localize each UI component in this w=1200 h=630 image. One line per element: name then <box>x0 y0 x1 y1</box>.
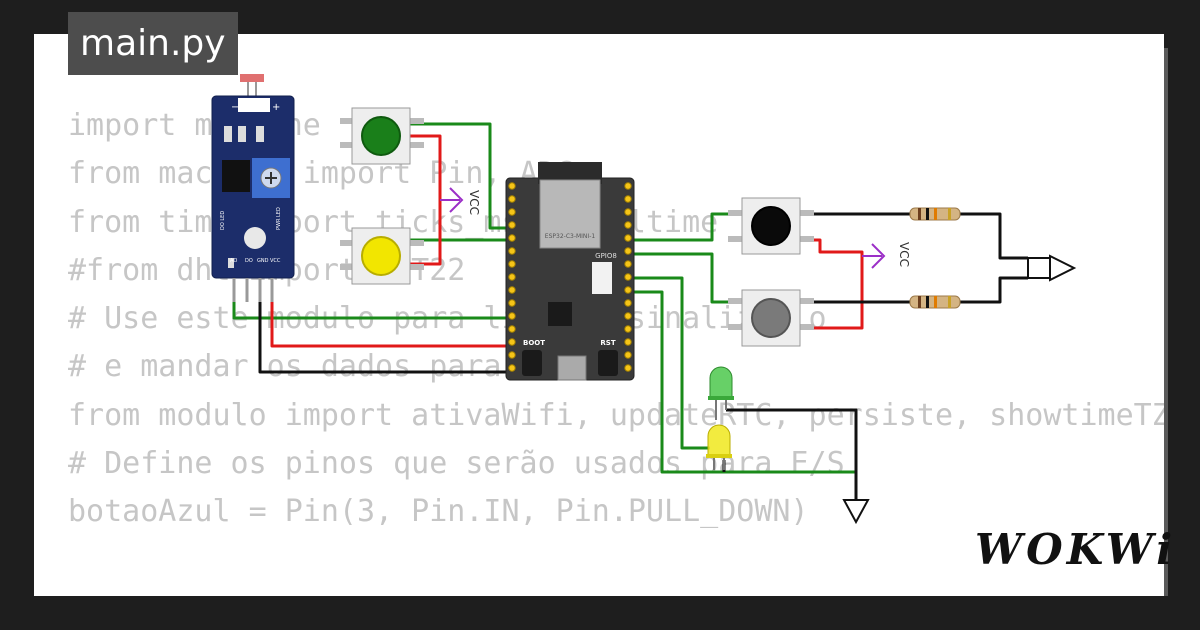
sensor-minus-label: − <box>231 102 239 113</box>
board-led <box>592 262 612 294</box>
board-pin <box>508 286 516 294</box>
rst-label: RST <box>600 339 615 347</box>
board-pin <box>624 208 632 216</box>
sensor-plus-label: + <box>272 102 280 113</box>
board-pin <box>624 221 632 229</box>
resistor-top[interactable] <box>909 207 961 221</box>
wire-red-2 <box>800 238 864 330</box>
sensor-pin-ao: AO <box>230 258 237 264</box>
pushbutton-gray[interactable] <box>728 289 814 347</box>
code-line: botaoAzul = Pin(3, Pin.IN, Pin.PULL_DOWN… <box>68 494 809 530</box>
vcc-symbol-left <box>440 187 464 213</box>
gpio8-label: GPIO8 <box>595 252 617 260</box>
board-pin <box>624 247 632 255</box>
pushbutton-black[interactable] <box>728 197 814 255</box>
wire-black-5 <box>726 408 858 500</box>
vcc-label-left: VCC <box>467 190 481 215</box>
wire-green-1 <box>410 122 512 230</box>
board-pin <box>624 325 632 333</box>
board-pin <box>624 195 632 203</box>
board-pin <box>624 338 632 346</box>
board-pin <box>508 338 516 346</box>
file-tab[interactable]: main.py <box>68 12 238 75</box>
vcc-symbol-right <box>862 243 886 269</box>
ldr-sensor-module[interactable]: − + DO LED PWR LED AO DO GND VCC <box>211 74 295 302</box>
pushbutton-green[interactable] <box>340 107 424 165</box>
board-pin <box>508 312 516 320</box>
ground-symbol-icon <box>842 499 870 525</box>
board-pin <box>508 351 516 359</box>
board-pin-headers <box>508 182 632 372</box>
wire-black-3 <box>960 212 1028 260</box>
board-pin <box>624 351 632 359</box>
sensor-pin-gnd: GND <box>257 258 269 264</box>
board-pin <box>624 182 632 190</box>
sensor-led-label-pwr: PWR LED <box>276 207 282 230</box>
sensor-pin-do: DO <box>245 258 253 264</box>
board-pin <box>508 182 516 190</box>
wire-black-sensor <box>258 302 512 374</box>
board-pin <box>508 260 516 268</box>
board-ic <box>548 302 572 326</box>
wire-green-3 <box>628 212 742 242</box>
wire-green-5 <box>628 276 710 450</box>
chip-label: ESP32-C3-MINI-1 <box>545 233 596 240</box>
board-pin <box>624 234 632 242</box>
board-pin <box>508 273 516 281</box>
esp32-c3-board[interactable]: ESP32-C3-MINI-1 GPIO8 BOOT RST <box>505 162 635 381</box>
board-pin <box>624 286 632 294</box>
usb-port <box>557 355 587 381</box>
board-pin <box>508 364 516 372</box>
board-pin <box>508 299 516 307</box>
board-pin <box>624 364 632 372</box>
vcc-label-right: VCC <box>897 242 911 267</box>
led-green[interactable] <box>708 366 734 420</box>
board-pin <box>508 221 516 229</box>
wokwi-logo: WOKWi <box>975 525 1177 574</box>
board-pin <box>508 208 516 216</box>
board-pin <box>624 260 632 268</box>
pushbutton-yellow[interactable] <box>340 227 424 285</box>
board-pin <box>624 299 632 307</box>
wire-green-sensor <box>232 302 512 320</box>
wire-black-4 <box>960 276 1028 304</box>
sensor-pin-vcc: VCC <box>270 258 281 264</box>
board-pin <box>624 312 632 320</box>
output-arrow-icon <box>1028 254 1077 282</box>
board-pin <box>508 234 516 242</box>
board-pin <box>508 247 516 255</box>
wire-green-4 <box>628 252 742 304</box>
wire-green-6 <box>628 290 856 474</box>
board-pin <box>508 325 516 333</box>
boot-label: BOOT <box>523 339 545 347</box>
led-yellow[interactable] <box>706 424 732 470</box>
code-line: from modulo import ativaWifi, updateRTC,… <box>68 397 1164 433</box>
board-pin <box>508 195 516 203</box>
wire-black-merge <box>1027 258 1050 279</box>
sensor-led-label-do: DO LED <box>220 211 226 230</box>
resistor-bottom[interactable] <box>909 295 961 309</box>
code-line: #from dht import DHT22 <box>68 252 466 288</box>
board-pin <box>624 273 632 281</box>
wire-red-sensor <box>270 302 512 348</box>
